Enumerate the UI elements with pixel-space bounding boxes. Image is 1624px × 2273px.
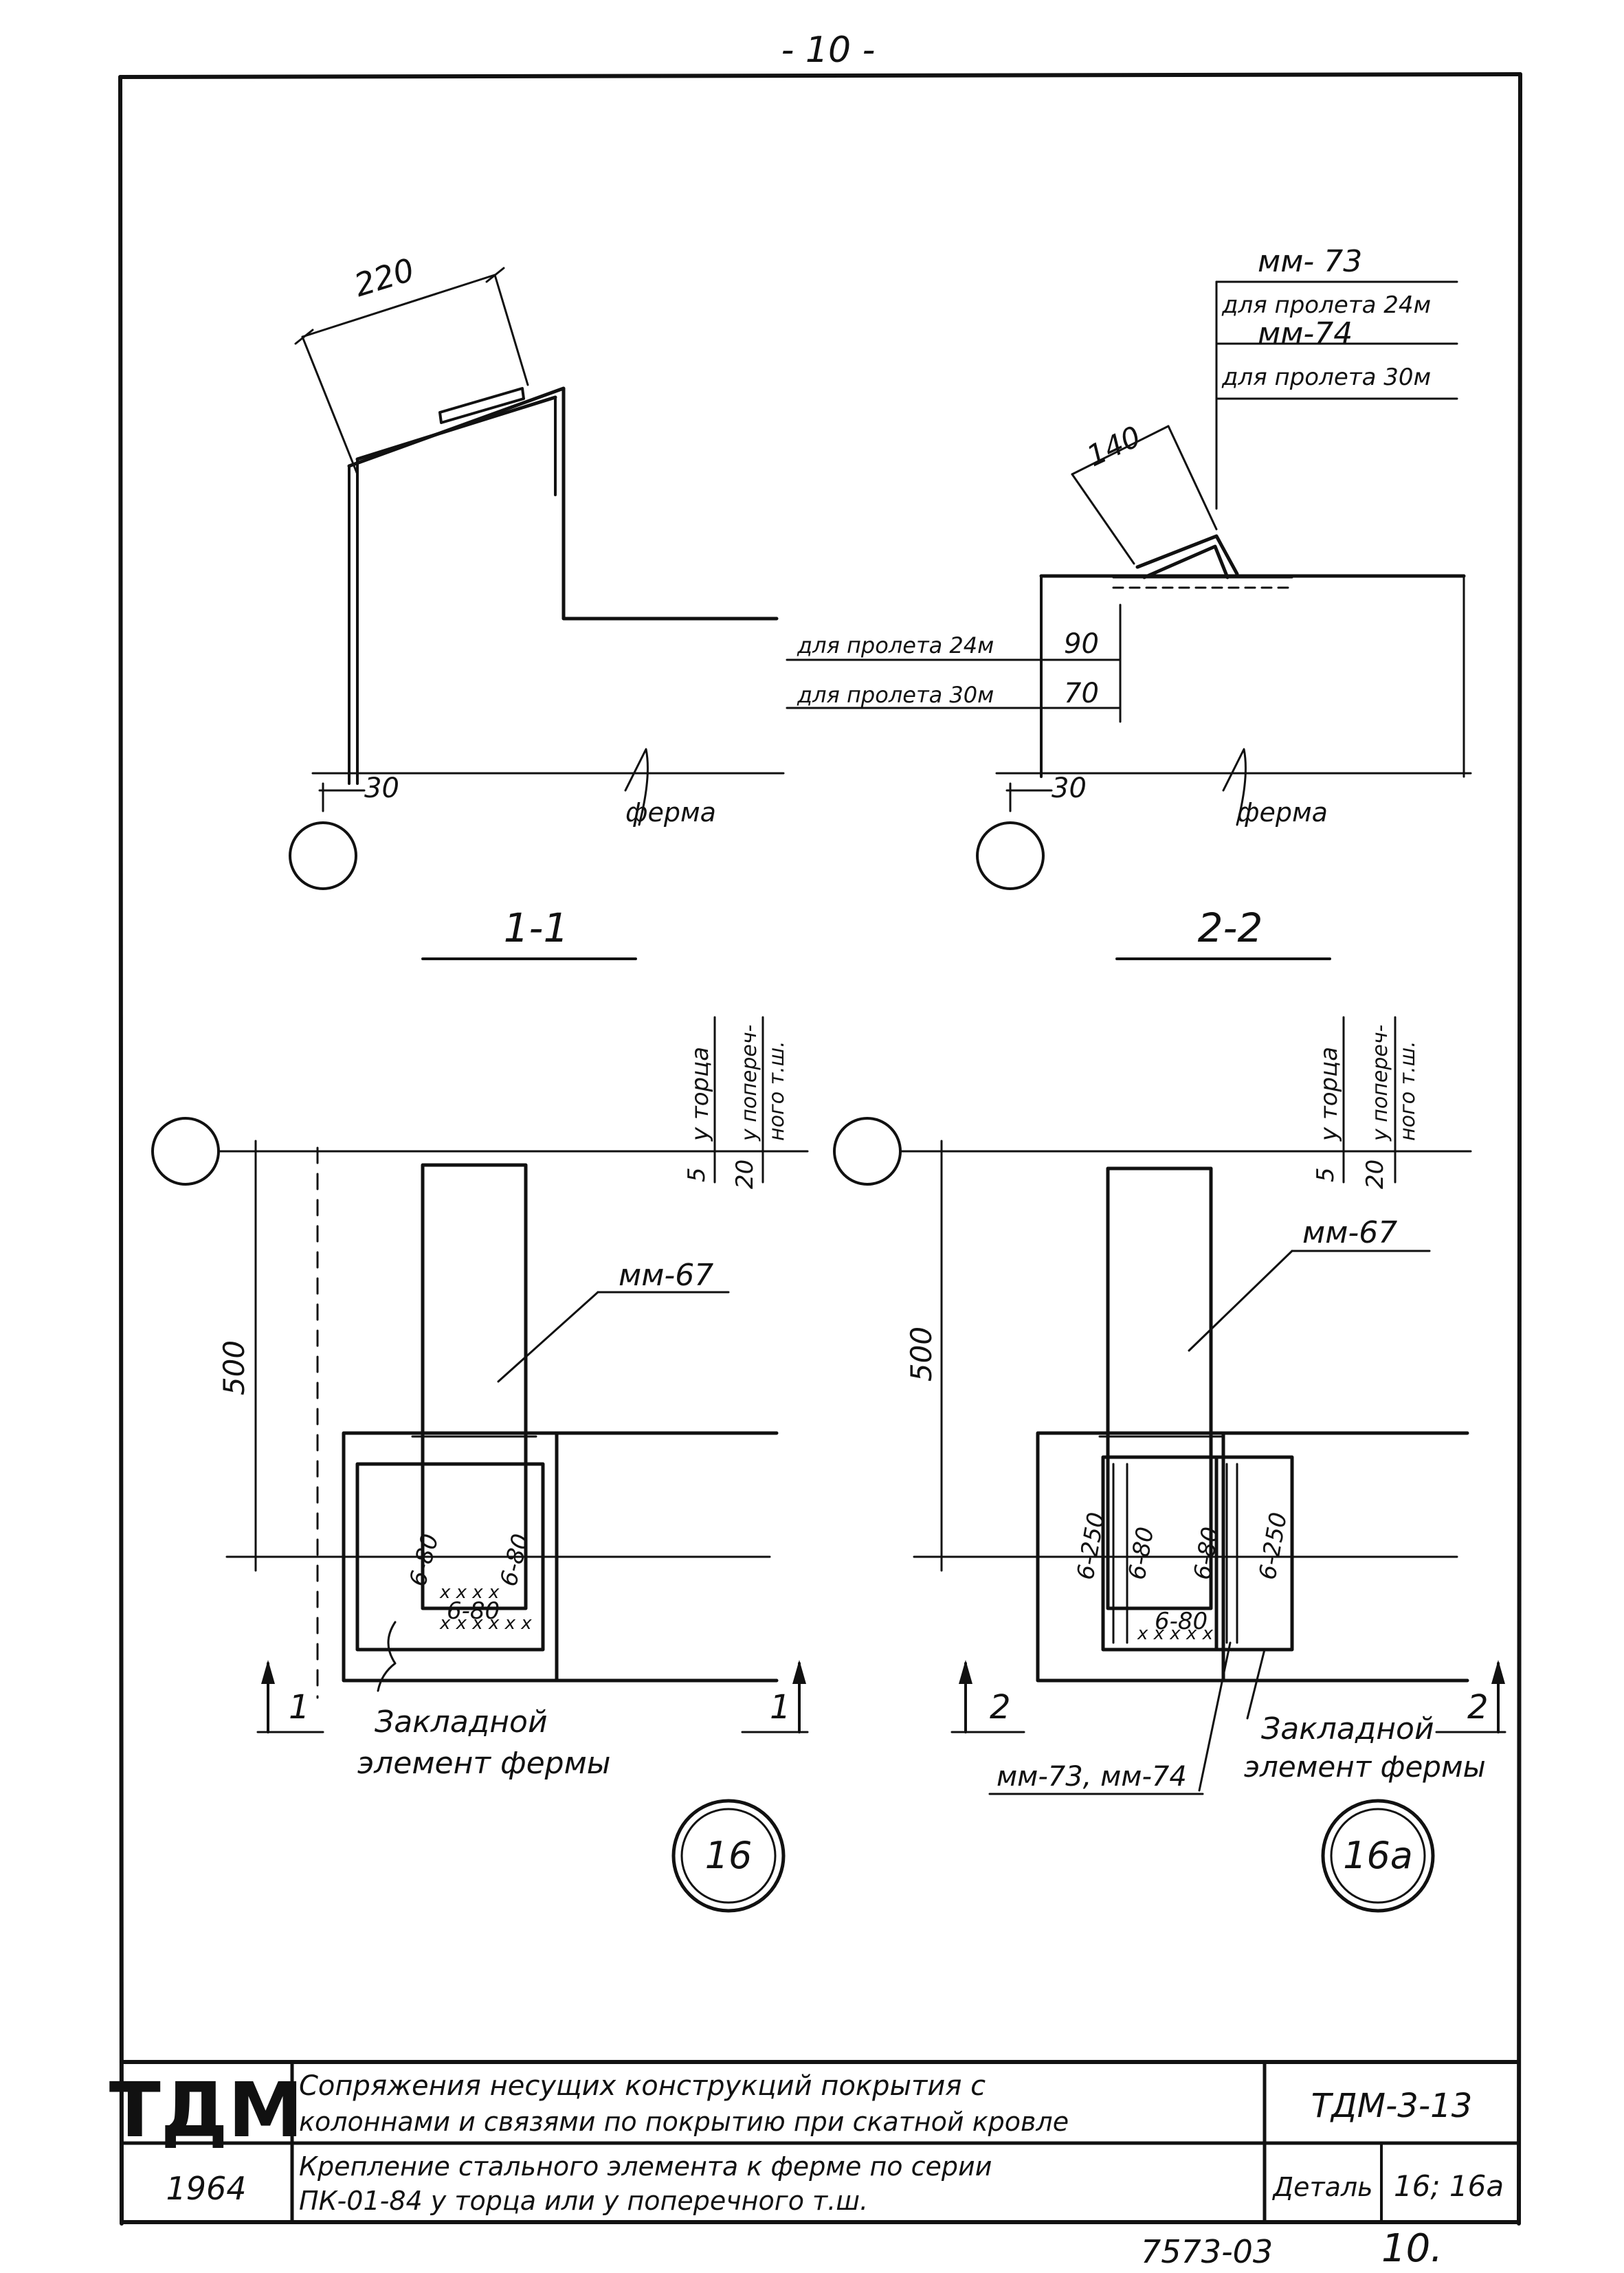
dim-70: 70 (1064, 678, 1099, 709)
label-transverse1-right: у попереч- (1368, 1025, 1392, 1142)
label-transverse1-left: у попереч- (737, 1025, 761, 1142)
section-mark-left-b: 1 (770, 1688, 791, 1727)
weld-label-bottom-right: 6-80 (1155, 1608, 1208, 1635)
title-block: ТДМ 1964 Сопряжения несущих конструкций … (109, 2060, 1521, 2224)
detail-number-16a: 16а (1343, 1834, 1413, 1877)
row-span-24: для пролета 24м (797, 632, 994, 658)
weld-label-b: 6-80 (1123, 1525, 1159, 1582)
label-at-end-right: у торца (1315, 1047, 1343, 1142)
sheet-frame (118, 72, 1522, 2226)
truss-label-left: ферма (625, 797, 716, 828)
detail-circle-16a (1321, 1799, 1435, 1913)
elem-label-mm67-left: мм-67 (619, 1258, 713, 1293)
plan-right: 500 x x x x x 6-250 6-80 6-80 6-250 6-80… (833, 1016, 1506, 1913)
drawing-code: ТДМ-3-13 (1311, 2087, 1473, 2125)
label-at-end-left: у торца (687, 1047, 714, 1142)
dim-500-right: 500 (904, 1327, 938, 1382)
elems-note-mm73-mm74: мм-73, мм-74 (997, 1761, 1187, 1793)
dim-5-right: 5 (1312, 1167, 1339, 1182)
weld-label-right: 6-80 (495, 1531, 535, 1589)
sheet-number: 10. (1381, 2226, 1443, 2271)
weld-x-right-bottom: x x x x x (1137, 1623, 1214, 1644)
axis-circle-plan-right (833, 1117, 902, 1186)
page-number: - 10 - (781, 30, 876, 71)
elem-label-mm67-right: мм-67 (1302, 1215, 1397, 1250)
weld-label-bottom: 6-80 (447, 1597, 500, 1625)
label-span-24: для пролета 24м (1221, 291, 1431, 319)
title-line-1: Сопряжения несущих конструкций покрытия … (299, 2070, 986, 2102)
label-mm73: мм- 73 (1258, 244, 1362, 279)
row-span-30: для пролета 30м (797, 682, 994, 708)
logo-tdm: ТДМ (109, 2066, 303, 2154)
embedded-label-right-2: элемент фермы (1244, 1750, 1486, 1784)
embedded-label-right-1: Закладной (1261, 1711, 1434, 1747)
truss-label-right: ферма (1237, 797, 1328, 828)
year: 1964 (166, 2170, 246, 2207)
detail-value: 16; 16а (1394, 2169, 1504, 2203)
plan-left: 500 x x x x x x x x x x 6-80 6-80 6-80 м… (151, 1016, 809, 1913)
axis-circle-top-right (976, 821, 1045, 890)
detail-circle-16 (671, 1799, 786, 1913)
weld-label-c: 6-80 (1188, 1525, 1225, 1582)
detail-label: Деталь (1271, 2172, 1372, 2202)
weld-label-d: 6-250 (1254, 1510, 1293, 1582)
weld-x-left: x x x x (439, 1582, 500, 1603)
dim-20-right: 20 (1361, 1160, 1389, 1189)
top-left-elevation: 220 30 ферма (289, 251, 785, 890)
subtitle-line-1: Крепление стального элемента к ферме по … (299, 2151, 992, 2182)
label-transverse2-right: ного т.ш. (1396, 1041, 1420, 1141)
axis-circle-plan-left (151, 1117, 220, 1186)
title-line-2: колоннами и связями по покрытию при скат… (299, 2107, 1069, 2137)
dim-30-right: 30 (1052, 773, 1087, 804)
axis-circle-top-left (289, 821, 357, 890)
dim-220: 220 (350, 251, 419, 304)
section-mark-left-a: 1 (289, 1688, 310, 1727)
label-mm74: мм-74 (1258, 316, 1353, 351)
label-transverse2-left: ного т.ш. (765, 1041, 789, 1141)
label-span-30: для пролета 30м (1221, 364, 1431, 391)
sheet-code: 7573-03 (1141, 2233, 1273, 2270)
top-right-elevation: мм- 73 для пролета 24м мм-74 для пролета… (786, 244, 1472, 890)
footer: 7573-03 10. (1141, 2226, 1443, 2271)
section-title-2-2: 2-2 (1198, 905, 1263, 951)
detail-number-16: 16 (705, 1834, 753, 1877)
dim-20-left: 20 (731, 1160, 759, 1189)
dim-5-left: 5 (683, 1167, 711, 1182)
section-titles: 1-1 2-2 (421, 905, 1331, 960)
dim-500-left: 500 (217, 1340, 251, 1395)
embedded-label-left-1: Закладной (375, 1705, 548, 1740)
section-mark-right-b: 2 (1467, 1688, 1489, 1727)
embedded-label-left-2: элемент фермы (357, 1746, 611, 1781)
weld-label-a: 6-250 (1071, 1510, 1111, 1582)
weld-label-left: 6-80 (404, 1531, 445, 1589)
section-title-1-1: 1-1 (504, 905, 569, 951)
dim-90: 90 (1064, 628, 1099, 660)
dim-30-left: 30 (364, 773, 399, 804)
section-mark-right-a: 2 (990, 1688, 1011, 1727)
weld-x-bottom: x x x x x x (439, 1613, 532, 1634)
subtitle-line-2: ПК-01-84 у торца или у поперечного т.ш. (299, 2186, 868, 2216)
